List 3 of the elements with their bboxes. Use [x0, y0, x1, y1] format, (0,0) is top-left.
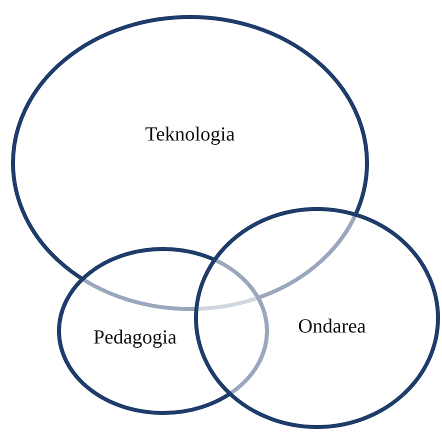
- circle-label: Ondarea: [298, 316, 366, 338]
- circle-label: Pedagogia: [93, 326, 177, 350]
- circle-label: Teknologia: [145, 124, 235, 146]
